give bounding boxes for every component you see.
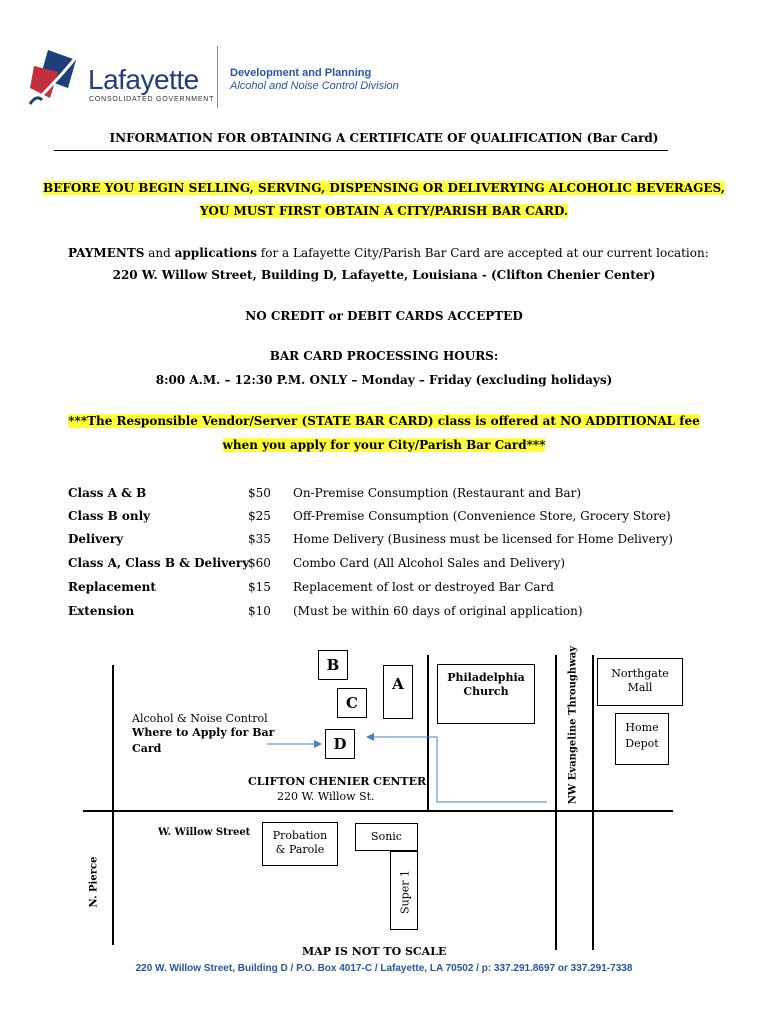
direction-arrows-icon xyxy=(267,733,547,803)
super-1: Super 1 xyxy=(390,851,418,930)
page-title: INFORMATION FOR OBTAINING A CERTIFICATE … xyxy=(109,131,659,145)
n-pierce-road xyxy=(112,665,114,945)
fee-class: Class B only xyxy=(68,509,151,523)
hours-title: BAR CARD PROCESSING HOURS: xyxy=(269,349,499,363)
division-name: Alcohol and Noise Control Division xyxy=(230,80,399,92)
pierce-label: N. Pierce xyxy=(88,856,100,908)
office-address: 220 W. Willow Street, Building D, Lafaye… xyxy=(112,268,656,282)
w-willow-street-road xyxy=(83,810,673,812)
apply-label-1: Where to Apply for Bar xyxy=(132,726,275,739)
probation-parole: Probation& Parole xyxy=(262,822,338,866)
evangeline-label: NW Evangeline Throughway xyxy=(567,645,579,805)
evangeline-road-west xyxy=(555,655,557,950)
fee-description: On-Premise Consumption (Restaurant and B… xyxy=(293,486,582,500)
sonic: Sonic xyxy=(355,823,418,851)
no-credit-notice: NO CREDIT or DEBIT CARDS ACCEPTED xyxy=(245,309,523,323)
building-c: C xyxy=(337,688,367,718)
fee-price: $15 xyxy=(248,580,271,594)
fee-class: Delivery xyxy=(68,532,124,546)
warning-line-2: YOU MUST FIRST OBTAIN A CITY/PARISH BAR … xyxy=(199,204,569,218)
fee-description: Off-Premise Consumption (Convenience Sto… xyxy=(293,509,671,523)
brand-subtitle: CONSOLIDATED GOVERNMENT xyxy=(89,96,215,103)
fee-description: Combo Card (All Alcohol Sales and Delive… xyxy=(293,556,566,570)
building-b: B xyxy=(318,650,348,680)
fee-description: Home Delivery (Business must be licensed… xyxy=(293,532,673,546)
payments-text: PAYMENTS and applications for a Lafayett… xyxy=(68,246,709,260)
fee-price: $35 xyxy=(248,532,271,546)
fee-description: (Must be within 60 days of original appl… xyxy=(293,604,583,618)
footer-contact: 220 W. Willow Street, Building D / P.O. … xyxy=(135,963,633,974)
fee-price: $60 xyxy=(248,556,271,570)
lafayette-logo-icon xyxy=(28,50,82,107)
apply-label-2: Card xyxy=(132,742,162,755)
fee-class: Replacement xyxy=(68,580,156,594)
not-to-scale-label: MAP IS NOT TO SCALE xyxy=(302,945,447,958)
hours-value: 8:00 A.M. – 12:30 P.M. ONLY – Monday – F… xyxy=(155,373,613,387)
header-divider xyxy=(217,46,218,108)
building-a: A xyxy=(383,665,413,719)
center-name: CLIFTON CHENIER CENTER xyxy=(248,775,427,788)
department-name: Development and Planning xyxy=(230,67,372,79)
fee-class: Extension xyxy=(68,604,135,618)
fee-description: Replacement of lost or destroyed Bar Car… xyxy=(293,580,554,594)
brand-name: Lafayette xyxy=(88,64,199,95)
responsible-line-1: ***The Responsible Vendor/Server (STATE … xyxy=(68,414,700,428)
fee-price: $50 xyxy=(248,486,271,500)
evangeline-road-east xyxy=(592,655,594,950)
building-d: D xyxy=(325,729,355,759)
responsible-line-2: when you apply for your City/Parish Bar … xyxy=(222,438,546,452)
side-road xyxy=(427,655,429,810)
title-rule xyxy=(54,150,668,151)
fee-class: Class A, Class B & Delivery xyxy=(68,556,250,570)
fee-price: $25 xyxy=(248,509,271,523)
willow-street-label: W. Willow Street xyxy=(158,827,251,838)
fee-price: $10 xyxy=(248,604,271,618)
center-address: 220 W. Willow St. xyxy=(277,790,375,803)
warning-line-1: BEFORE YOU BEGIN SELLING, SERVING, DISPE… xyxy=(43,181,725,195)
anc-label: Alcohol & Noise Control xyxy=(132,712,268,725)
fee-class: Class A & B xyxy=(68,486,147,500)
